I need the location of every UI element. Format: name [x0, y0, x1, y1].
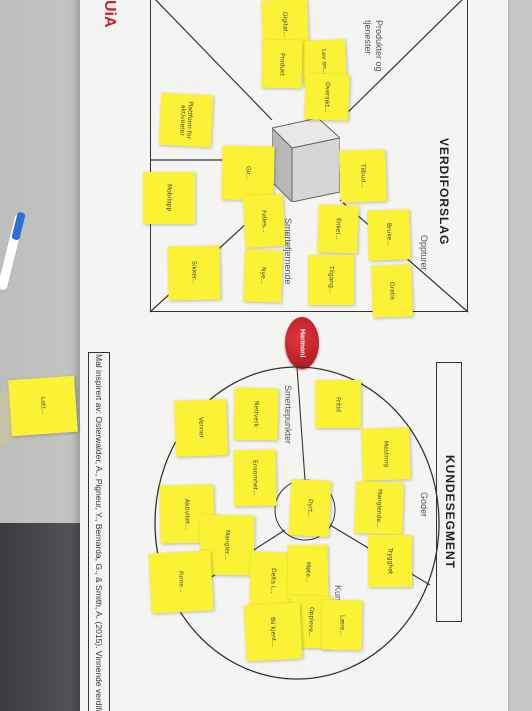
sticky-note: Bli kjent... [243, 602, 303, 662]
sticky-note: Mobilapp [143, 172, 195, 224]
product-cube-icon [272, 118, 340, 202]
sticky-note: Finne... [148, 550, 214, 614]
sticky-note-text: Oversikt... [322, 81, 332, 113]
sticky-note-text: Digital... [281, 12, 289, 38]
sticky-note-text: Mobilapp [165, 184, 173, 212]
sticky-note-text: Enkel... [334, 217, 342, 241]
sticky-note-text: Nettverk [252, 400, 260, 428]
sticky-note: Tilbud... [339, 149, 387, 203]
sticky-note: Nettverk [233, 387, 279, 441]
sticky-note: Produkt [261, 39, 303, 89]
label-pain-relievers: Smertefjernende [283, 218, 293, 285]
value-proposition-square [150, 0, 468, 312]
sticky-note: Felles... [242, 193, 286, 249]
sticky-note-text: Manglende... [374, 488, 384, 528]
sticky-note-text: Delta i... [269, 568, 277, 594]
sticky-note-text: Bli kjent... [268, 616, 278, 648]
sticky-note-text: Lett... [38, 397, 48, 415]
sticky-note: Ensomhet... [233, 449, 277, 507]
sticky-note-text: Sikker... [190, 261, 198, 285]
pen [0, 212, 26, 291]
sticky-note-text: Tilbud... [359, 163, 367, 189]
sticky-note-text: Finne... [176, 570, 186, 594]
sticky-note-text: Gratis [388, 281, 396, 301]
sticky-note-text: Mestring [382, 440, 390, 468]
harmony-badge: Harmoni [285, 317, 319, 369]
sticky-note-text: Fritid [334, 396, 342, 412]
sticky-note-text: Trygghet [386, 547, 394, 575]
sticky-note: Lett... [8, 375, 78, 437]
sticky-note-text: Ensomhet... [251, 460, 259, 496]
value-proposition-title: VERDIFORSLAG [437, 138, 451, 246]
sticky-note-text: Oppleve... [306, 606, 316, 638]
sticky-note: Venner [174, 399, 228, 457]
template-caption: Mal inspirert av: Osterwalder, A., Pigne… [94, 354, 104, 711]
label-gain-creators: Oppturer [419, 235, 429, 271]
sticky-note-text: Møte... [304, 561, 312, 583]
sticky-note-text: Plattform for aktiviteter [178, 101, 194, 140]
sticky-note-text: Lev en... [319, 49, 329, 75]
sticky-note: Sikker... [167, 245, 221, 301]
sticky-note: Trygghet [368, 535, 412, 587]
sticky-note: Mestring [361, 427, 411, 481]
sticky-note: Manglende... [354, 481, 404, 535]
sticky-note-text: Lære... [338, 614, 346, 636]
sticky-note: Tilgang... [308, 255, 354, 305]
customer-segment-title: KUNDESEGMENT [443, 455, 457, 570]
sticky-note-text: Dyrt... [306, 498, 314, 518]
sticky-note: Fritid [315, 380, 361, 428]
sticky-note-text: Tilgang... [327, 266, 335, 294]
label-gains: Goder [419, 492, 429, 518]
sticky-note: Gratis [371, 264, 413, 318]
sticky-note: Møte... [287, 544, 329, 600]
label-pains: Smertepunkter [283, 385, 293, 445]
sticky-note-text: Aktivitet... [183, 498, 191, 530]
laptop [0, 523, 88, 711]
sticky-note-text: Mangler... [223, 530, 231, 560]
sticky-note: Gir... [221, 145, 275, 201]
sticky-note-text: Nye... [259, 267, 267, 285]
sticky-note: Enkel... [317, 204, 359, 254]
sticky-note-text: Felles... [259, 209, 269, 233]
sticky-note: Lære... [321, 599, 363, 651]
sticky-note: Nye... [243, 249, 283, 303]
sticky-note-text: Venner [197, 417, 205, 439]
sticky-note: Plattform for aktiviteter [158, 92, 214, 148]
sticky-note-text: Produkt [278, 52, 286, 76]
uia-logo: UiA [101, 0, 118, 28]
sticky-note: Bruke... [367, 209, 411, 261]
sticky-note-text: Gir... [244, 165, 252, 181]
label-products: Produkter og tjenester [363, 20, 384, 72]
sticky-note: Dyrt... [288, 478, 332, 538]
sticky-note: Oversikt... [304, 73, 350, 121]
sticky-note-text: Bruke... [385, 223, 393, 247]
caption-box [88, 352, 110, 711]
